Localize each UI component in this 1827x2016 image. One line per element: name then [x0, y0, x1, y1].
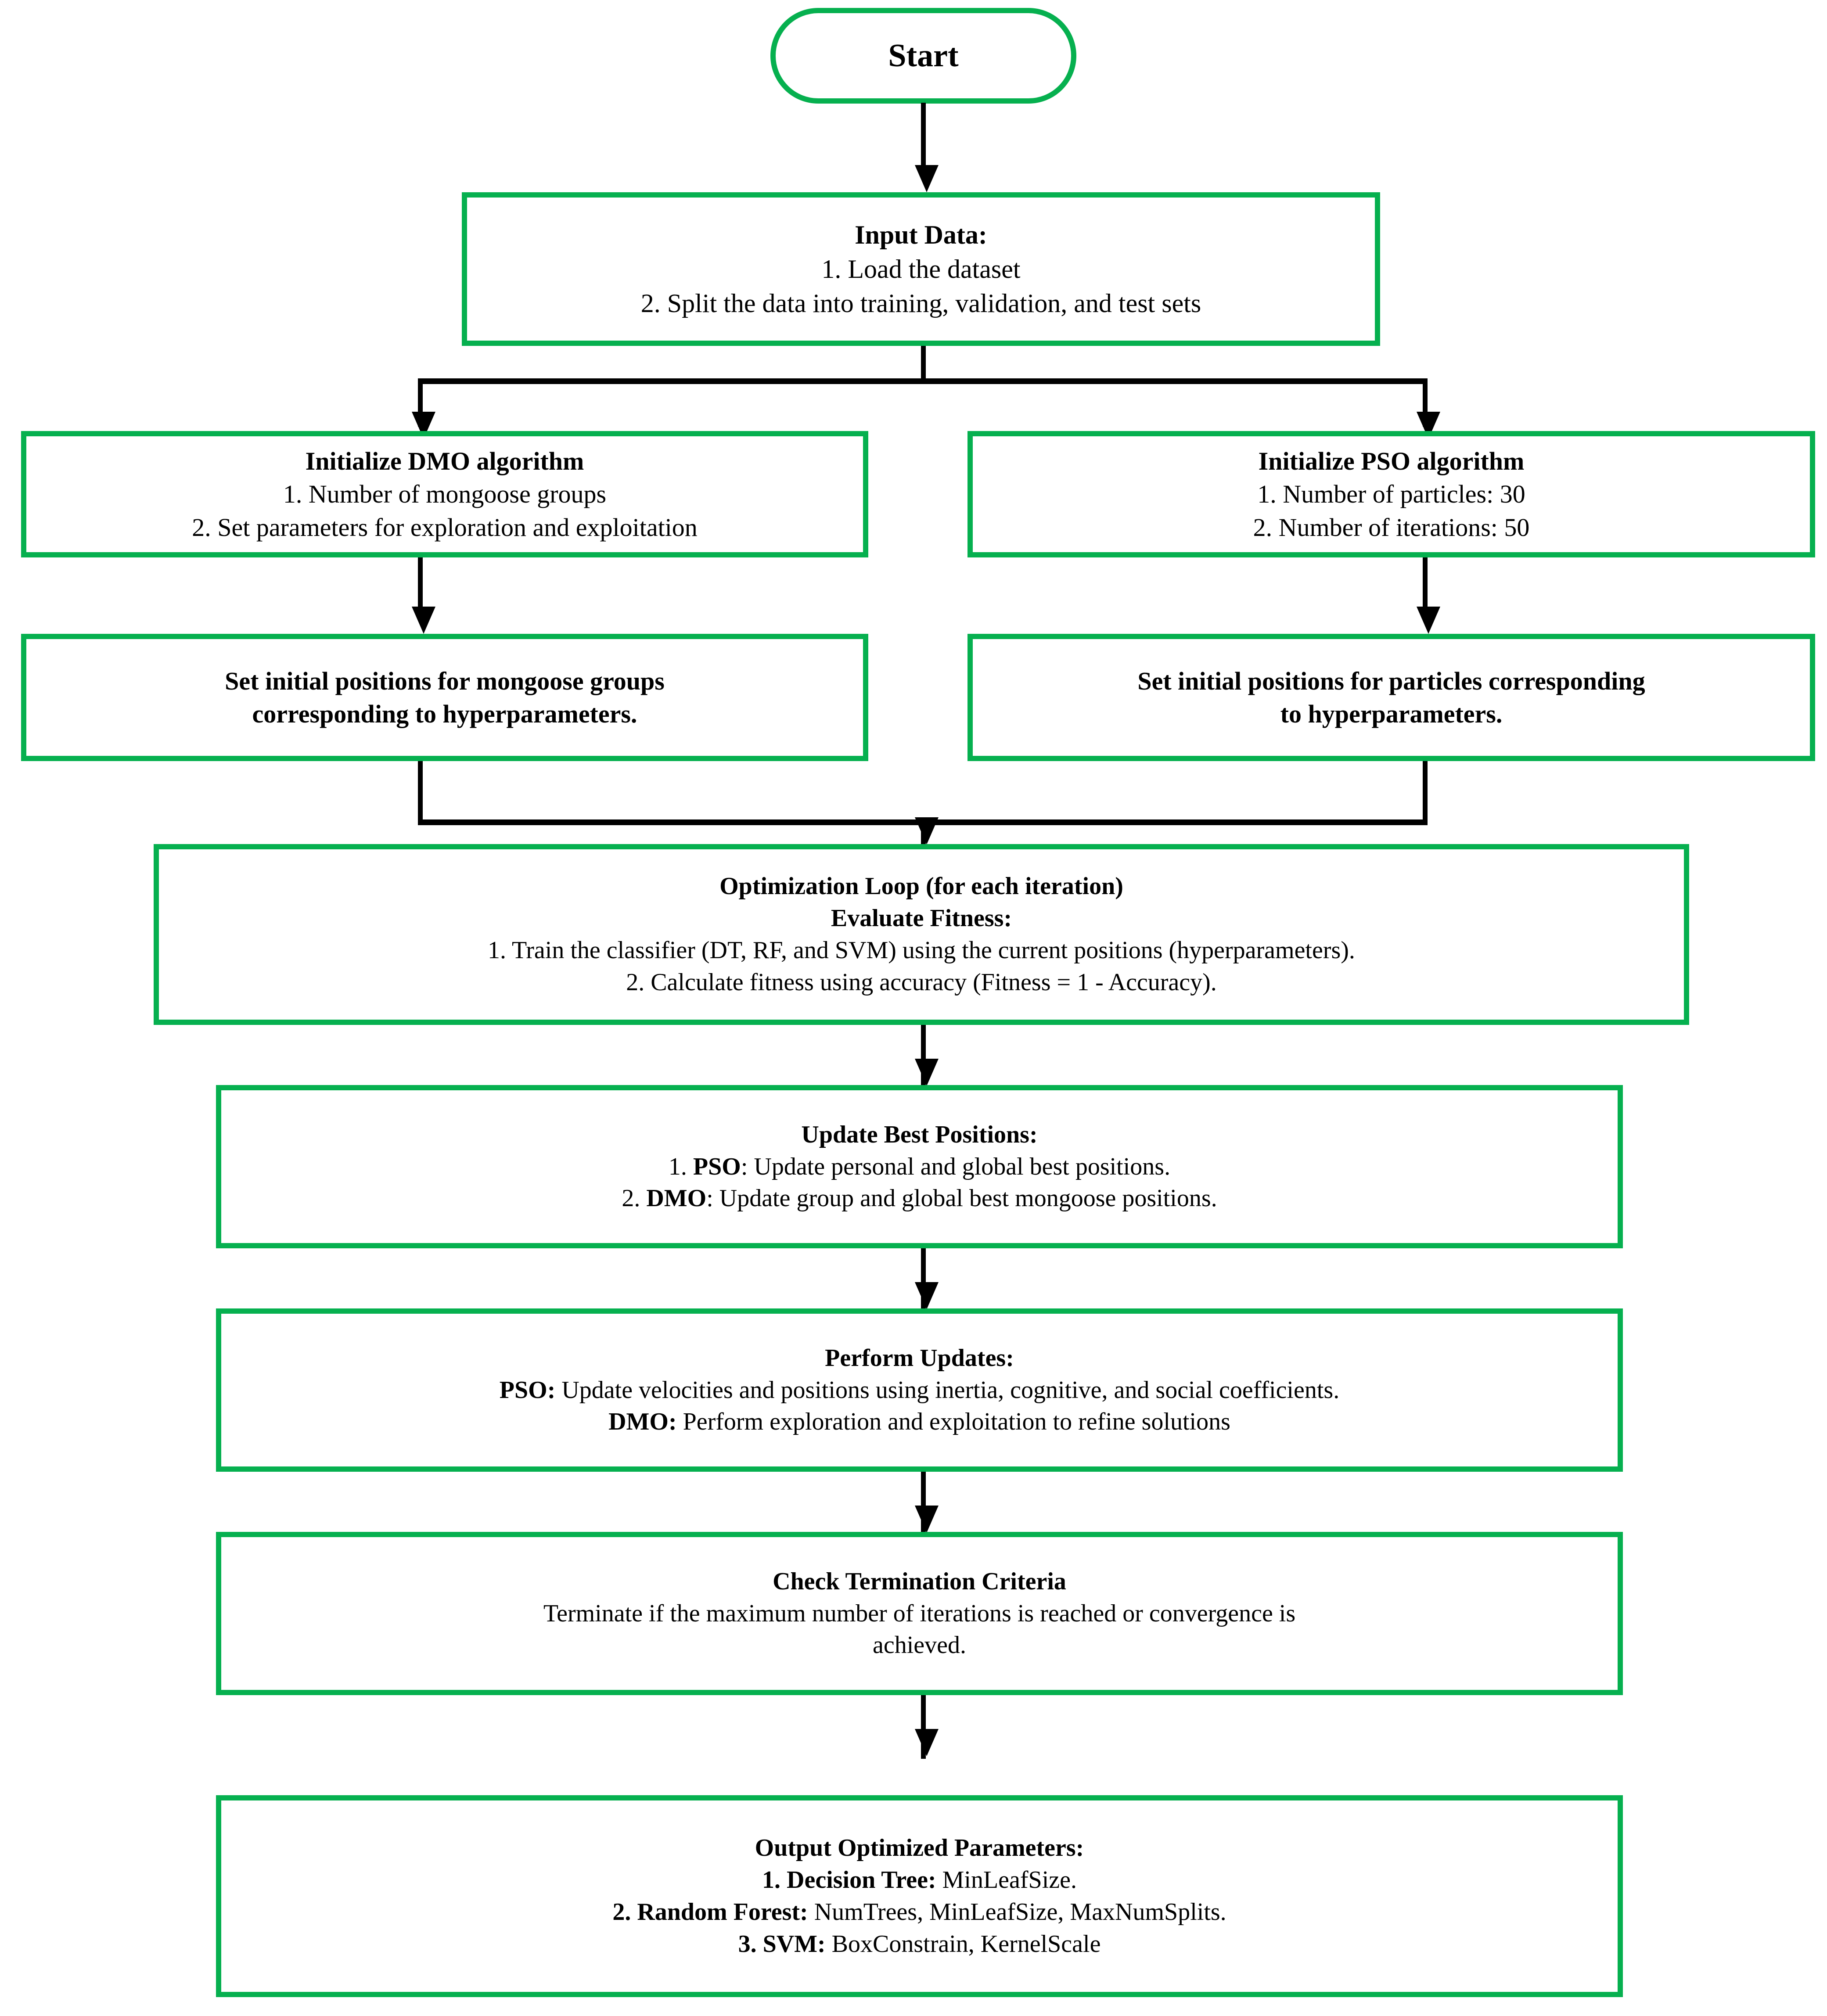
init-dmo-heading: Initialize DMO algorithm [305, 446, 584, 475]
output-parameters-item-2-number: 2. [612, 1898, 637, 1926]
connector-termination-to-output [921, 1695, 926, 1759]
set-positions-particles-line-2: to hyperparameters. [1280, 700, 1503, 728]
input-data-item-2: 2. Split the data into training, validat… [640, 289, 1201, 318]
update-best-positions-item-2-number: 2. [622, 1185, 647, 1212]
node-perform-updates[interactable]: Perform Updates: PSO: Update velocities … [216, 1308, 1623, 1472]
output-parameters-item-1: 1. Decision Tree: MinLeafSize. [762, 1864, 1077, 1896]
connector-merge-left-riser [418, 761, 423, 825]
node-start[interactable]: Start [770, 8, 1076, 104]
arrowhead-perform-updates [915, 1282, 939, 1309]
set-positions-mongoose-line-2: corresponding to hyperparameters. [252, 700, 637, 728]
check-termination-line-2: achieved. [873, 1631, 966, 1659]
connector-dmo-to-setpos [418, 557, 423, 619]
connector-split-right-drop [1423, 378, 1428, 427]
node-optimization-loop[interactable]: Optimization Loop (for each iteration) E… [154, 844, 1689, 1025]
arrowhead-input-data [915, 165, 939, 192]
perform-updates-item-2-algo: DMO: [608, 1408, 677, 1436]
output-parameters-item-1-model: Decision Tree: [787, 1866, 936, 1894]
node-initialize-dmo[interactable]: Initialize DMO algorithm 1. Number of mo… [21, 431, 868, 557]
update-best-positions-item-1-algo: PSO [693, 1153, 741, 1180]
node-check-termination[interactable]: Check Termination Criteria Terminate if … [216, 1532, 1623, 1695]
output-parameters-item-2: 2. Random Forest: NumTrees, MinLeafSize,… [612, 1896, 1226, 1928]
output-parameters-item-3-model: SVM: [762, 1930, 826, 1958]
update-best-positions-heading: Update Best Positions: [801, 1121, 1038, 1148]
init-pso-item-1: 1. Number of particles: 30 [1257, 480, 1525, 509]
node-update-best-positions[interactable]: Update Best Positions: 1. PSO: Update pe… [216, 1085, 1623, 1248]
connector-split-bar [418, 378, 1428, 384]
check-termination-heading: Check Termination Criteria [773, 1567, 1066, 1595]
node-output-parameters[interactable]: Output Optimized Parameters: 1. Decision… [216, 1795, 1623, 1997]
output-parameters-item-1-number: 1. [762, 1866, 787, 1894]
init-dmo-item-2: 2. Set parameters for exploration and ex… [192, 513, 698, 542]
output-parameters-item-2-model: Random Forest: [637, 1898, 808, 1926]
output-parameters-item-1-text: MinLeafSize. [936, 1866, 1077, 1894]
update-best-positions-item-2: 2. DMO: Update group and global best mon… [622, 1182, 1217, 1215]
output-parameters-item-3: 3. SVM: BoxConstrain, KernelScale [738, 1928, 1101, 1960]
input-data-item-1: 1. Load the dataset [821, 255, 1021, 284]
init-dmo-item-1: 1. Number of mongoose groups [283, 480, 607, 509]
check-termination-line-1: Terminate if the maximum number of itera… [543, 1599, 1296, 1627]
perform-updates-item-1-algo: PSO: [499, 1376, 556, 1404]
output-parameters-item-3-number: 3. [738, 1930, 763, 1958]
output-parameters-heading: Output Optimized Parameters: [755, 1834, 1084, 1862]
node-input-data[interactable]: Input Data: 1. Load the dataset 2. Split… [462, 192, 1380, 346]
arrowhead-optimization-loop [915, 817, 939, 844]
arrowhead-check-termination [915, 1506, 939, 1533]
connector-optloop-to-updatebest [921, 1025, 926, 1089]
optimization-loop-item-1: 1. Train the classifier (DT, RF, and SVM… [488, 937, 1355, 964]
set-positions-mongoose-line-1: Set initial positions for mongoose group… [225, 666, 665, 695]
update-best-positions-item-1-number: 1. [668, 1153, 693, 1180]
output-parameters-item-3-text: BoxConstrain, KernelScale [825, 1930, 1101, 1958]
perform-updates-item-1: PSO: Update velocities and positions usi… [500, 1374, 1339, 1406]
update-best-positions-item-2-algo: DMO [646, 1185, 707, 1212]
connector-merge-right-riser [1423, 761, 1428, 825]
connector-updatebest-to-performupdates [921, 1248, 926, 1312]
perform-updates-item-2-text: Perform exploration and exploitation to … [676, 1408, 1230, 1436]
connector-input-stem [921, 346, 926, 380]
connector-start-to-input [921, 103, 926, 175]
arrowhead-setpos-dmo [412, 607, 435, 634]
optimization-loop-heading-2: Evaluate Fitness: [831, 905, 1012, 932]
update-best-positions-item-1-text: : Update personal and global best positi… [741, 1153, 1171, 1180]
connector-pso-to-setpos [1423, 557, 1428, 619]
arrowhead-setpos-pso [1417, 607, 1440, 634]
input-data-heading: Input Data: [855, 220, 987, 249]
arrowhead-update-best-positions [915, 1059, 939, 1086]
init-pso-heading: Initialize PSO algorithm [1258, 446, 1525, 475]
node-start-label: Start [888, 37, 959, 74]
perform-updates-item-1-text: Update velocities and positions using in… [555, 1376, 1340, 1404]
set-positions-particles-line-1: Set initial positions for particles corr… [1137, 666, 1645, 695]
update-best-positions-item-1: 1. PSO: Update personal and global best … [669, 1151, 1170, 1183]
node-set-positions-particles[interactable]: Set initial positions for particles corr… [967, 634, 1815, 761]
perform-updates-heading: Perform Updates: [825, 1344, 1014, 1372]
arrowhead-output-parameters [915, 1729, 939, 1756]
output-parameters-item-2-text: NumTrees, MinLeafSize, MaxNumSplits. [808, 1898, 1226, 1926]
init-pso-item-2: 2. Number of iterations: 50 [1253, 513, 1530, 542]
connector-performupdates-to-termination [921, 1472, 926, 1535]
connector-split-left-drop [418, 378, 423, 427]
node-set-positions-mongoose[interactable]: Set initial positions for mongoose group… [21, 634, 868, 761]
optimization-loop-item-2: 2. Calculate fitness using accuracy (Fit… [626, 968, 1217, 996]
update-best-positions-item-2-text: : Update group and global best mongoose … [706, 1185, 1217, 1212]
node-initialize-pso[interactable]: Initialize PSO algorithm 1. Number of pa… [967, 431, 1815, 557]
perform-updates-item-2: DMO: Perform exploration and exploitatio… [608, 1406, 1230, 1438]
optimization-loop-heading-1: Optimization Loop (for each iteration) [719, 873, 1123, 900]
